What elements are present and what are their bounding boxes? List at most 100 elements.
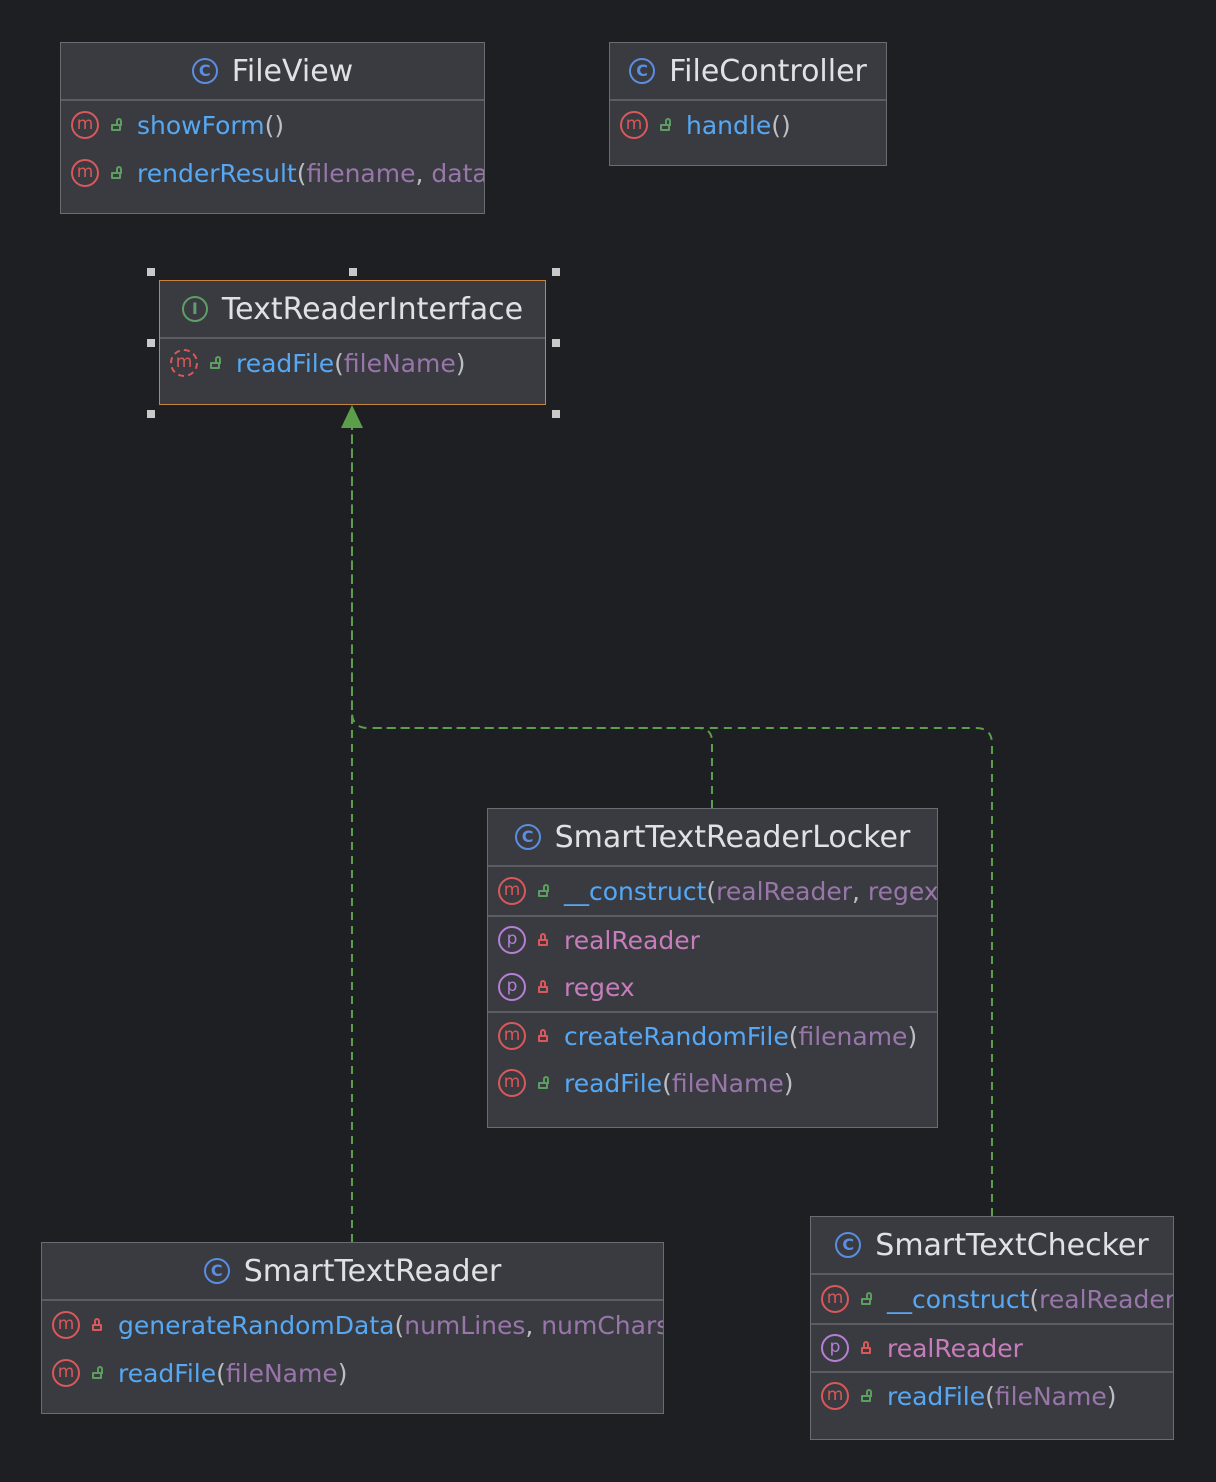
- paren-close: ): [783, 1068, 794, 1098]
- resize-handle-bottom-left[interactable]: [146, 409, 156, 419]
- member-row[interactable]: p regex: [488, 963, 937, 1011]
- node-header: C SmartTextChecker: [811, 1217, 1173, 1275]
- realization-edge-smart-text-checker[interactable]: [368, 727, 993, 1216]
- resize-handle-top[interactable]: [348, 267, 358, 277]
- method-name: __construct: [564, 876, 707, 906]
- public-visibility-icon: [859, 1388, 873, 1404]
- method-name: readFile: [236, 348, 335, 378]
- class-icon: C: [514, 824, 541, 850]
- paren-open: (: [985, 1381, 995, 1411]
- method-name: renderResult: [137, 158, 297, 188]
- method-name: readFile: [564, 1068, 663, 1098]
- method-name: readFile: [887, 1381, 986, 1411]
- method-icon: m: [498, 877, 526, 905]
- param-name: regex: [867, 876, 938, 906]
- method-name: generateRandomData: [118, 1310, 395, 1340]
- member-row[interactable]: m generateRandomData ( numLines , numCha…: [42, 1301, 663, 1349]
- method-name: showForm: [137, 110, 265, 140]
- param-name: realReader: [716, 876, 853, 906]
- resize-handle-top-right[interactable]: [551, 267, 561, 277]
- resize-handle-top-left[interactable]: [146, 267, 156, 277]
- member-row[interactable]: m showForm ( ): [61, 101, 484, 149]
- method-name: createRandomFile: [564, 1021, 789, 1051]
- private-visibility-icon: [536, 1028, 550, 1044]
- member-row[interactable]: p realReader: [488, 915, 937, 963]
- param-separator: ,: [415, 158, 432, 188]
- paren-open: (: [216, 1358, 226, 1388]
- member-row[interactable]: m handle ( ): [610, 101, 886, 149]
- member-row[interactable]: m readFile ( fileName ): [42, 1349, 663, 1397]
- realization-edge-smart-text-reader-locker[interactable]: [351, 418, 713, 808]
- paren-open: (: [296, 158, 307, 188]
- class-name: SmartTextReaderLocker: [554, 819, 911, 855]
- class-name: SmartTextChecker: [875, 1227, 1149, 1263]
- abstract-method-icon: m: [170, 349, 198, 377]
- param-separator: ,: [852, 876, 868, 906]
- method-icon: m: [498, 1069, 526, 1097]
- member-row[interactable]: m renderResult ( filename , data: [61, 149, 484, 197]
- interface-icon: I: [181, 296, 208, 322]
- member-row[interactable]: m readFile ( fileName ): [488, 1059, 937, 1107]
- param-name: filename: [798, 1021, 908, 1051]
- node-header: C SmartTextReader: [42, 1243, 663, 1301]
- param-name: data: [431, 158, 485, 188]
- property-icon: p: [498, 926, 526, 954]
- node-smart-text-checker[interactable]: C SmartTextChecker m __construct ( realR…: [810, 1216, 1174, 1440]
- paren-close: ): [907, 1021, 918, 1051]
- class-name: SmartTextReader: [243, 1253, 502, 1289]
- public-visibility-icon: [109, 117, 123, 133]
- paren-open: (: [334, 348, 344, 378]
- paren-close: ): [337, 1358, 348, 1388]
- paren-close: ): [780, 110, 791, 140]
- property-name: realReader: [564, 925, 700, 955]
- property-name: realReader: [887, 1333, 1023, 1363]
- resize-handle-right[interactable]: [551, 338, 561, 348]
- method-name: handle: [686, 110, 772, 140]
- method-icon: m: [71, 111, 99, 139]
- node-smart-text-reader-locker[interactable]: C SmartTextReaderLocker m __construct ( …: [487, 808, 938, 1128]
- public-visibility-icon: [658, 117, 672, 133]
- member-row[interactable]: p realReader: [811, 1323, 1173, 1371]
- paren-close: ): [1106, 1381, 1117, 1411]
- method-name: __construct: [887, 1284, 1030, 1314]
- param-name: realReader: [1039, 1284, 1174, 1314]
- paren-open: (: [706, 876, 717, 906]
- paren-open: (: [1029, 1284, 1040, 1314]
- member-row[interactable]: m __construct ( realReader , regex: [488, 867, 937, 915]
- resize-handle-left[interactable]: [146, 338, 156, 348]
- node-file-controller[interactable]: C FileController m handle ( ): [609, 42, 887, 166]
- public-visibility-icon: [90, 1365, 104, 1381]
- member-row[interactable]: m readFile ( fileName ): [160, 339, 545, 387]
- param-name: fileName: [225, 1358, 338, 1388]
- method-icon: m: [821, 1285, 849, 1313]
- node-header: I TextReaderInterface: [160, 281, 545, 339]
- member-row[interactable]: m createRandomFile ( filename ): [488, 1011, 937, 1059]
- class-name: FileView: [231, 53, 354, 89]
- private-visibility-icon: [536, 932, 550, 948]
- method-icon: m: [52, 1359, 80, 1387]
- resize-handle-bottom-right[interactable]: [551, 409, 561, 419]
- method-icon: m: [620, 111, 648, 139]
- realization-arrowhead: [341, 405, 363, 428]
- node-header: C FileController: [610, 43, 886, 101]
- paren-open: (: [394, 1310, 405, 1340]
- paren-open: (: [771, 110, 781, 140]
- property-name: regex: [564, 972, 635, 1002]
- class-icon: C: [191, 58, 218, 84]
- method-icon: m: [821, 1382, 849, 1410]
- member-row[interactable]: m __construct ( realReader: [811, 1275, 1173, 1323]
- method-icon: m: [52, 1311, 80, 1339]
- member-row[interactable]: m readFile ( fileName ): [811, 1371, 1173, 1419]
- method-icon: m: [71, 159, 99, 187]
- private-visibility-icon: [536, 979, 550, 995]
- node-smart-text-reader[interactable]: C SmartTextReader m generateRandomData (…: [41, 1242, 664, 1414]
- param-name: fileName: [671, 1068, 784, 1098]
- paren-open: (: [264, 110, 275, 140]
- private-visibility-icon: [90, 1317, 104, 1333]
- param-name: fileName: [994, 1381, 1107, 1411]
- method-icon: m: [498, 1022, 526, 1050]
- node-text-reader-interface[interactable]: I TextReaderInterface m readFile ( fileN…: [159, 280, 546, 405]
- node-file-view[interactable]: C FileView m showForm ( ) m renderResult…: [60, 42, 485, 214]
- paren-close: ): [455, 348, 466, 378]
- class-icon: C: [835, 1232, 862, 1258]
